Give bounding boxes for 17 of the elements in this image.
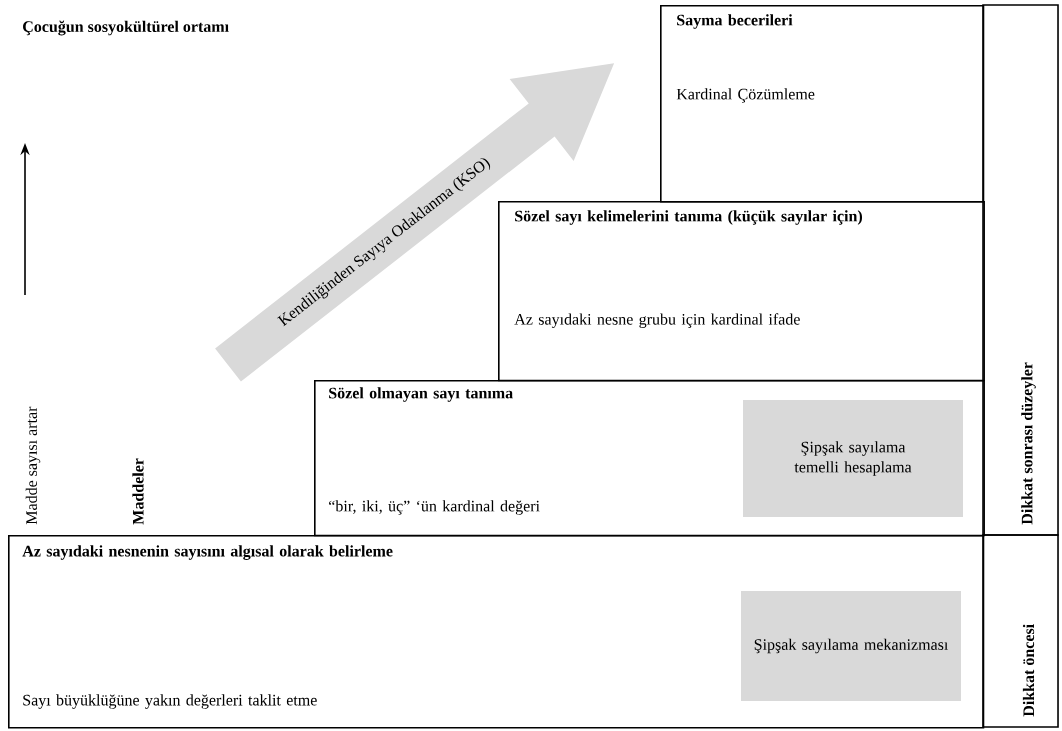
title: Çocuğun sosyokültürel ortamı <box>23 20 229 36</box>
axis-label: Madde sayısı artar <box>25 406 41 525</box>
level-column: Dikkat sonrası düzeyler <box>982 4 1059 536</box>
level-box <box>498 201 985 382</box>
level-box <box>8 535 985 729</box>
level-box <box>660 5 985 203</box>
body-text: Kardinal Çözümleme <box>676 88 815 103</box>
level-column: Dikkat öncesi <box>982 534 1059 728</box>
mechanism-box: Şipşak sayılama temelli hesaplama <box>743 400 963 517</box>
heading: Sözel olmayan sayı tanıma <box>329 387 513 402</box>
level-box <box>314 380 985 537</box>
body-text: “bir, iki, üç” ‘ün kardinal değeri <box>329 500 540 515</box>
heading: Sayma becerileri <box>677 14 793 29</box>
heading: Az sayıdaki nesnenin sayısını algısal olarak belirleme <box>22 545 393 560</box>
axis-label: Maddeler <box>132 458 144 525</box>
body-text: Sayı büyüklüğüne yakın değerleri taklit etme <box>23 694 317 709</box>
mechanism-box: Şipşak sayılama mekanizması <box>741 591 961 701</box>
